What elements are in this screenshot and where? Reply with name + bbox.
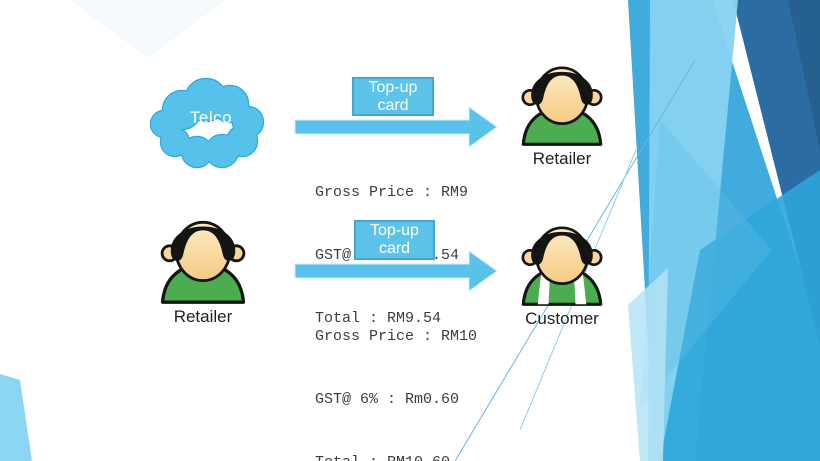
person-icon	[521, 226, 603, 306]
topup-card-line1: Top-up	[370, 222, 419, 239]
pricing-line: GST@ 6% : Rm0.60	[315, 391, 460, 408]
customer-icon	[517, 217, 607, 307]
pricing-line: Gross Price : RM9	[315, 184, 469, 201]
pricing-block-2: Gross Price : RM10 GST@ 6% : Rm0.60 Tota…	[315, 284, 477, 461]
topup-card-box-2: Top-up card	[354, 220, 435, 260]
person-icon	[521, 66, 603, 146]
pricing-line: Gross Price : RM10	[315, 328, 478, 345]
topup-card-line1: Top-up	[368, 78, 418, 96]
retailer-label-1: Retailer	[532, 149, 592, 168]
topup-card-line2: card	[377, 96, 409, 114]
person-icon	[160, 220, 246, 304]
retailer-label-2: Retailer	[173, 307, 233, 326]
pricing-line: Total : RM9.54	[315, 310, 442, 327]
topup-card-box-1: Top-up card	[352, 77, 434, 116]
telco-label: Telco	[189, 108, 233, 127]
customer-label: Customer	[525, 309, 599, 328]
topup-card-line2: card	[378, 240, 411, 257]
flow-arrow-1	[294, 106, 498, 148]
cloud-icon	[150, 77, 265, 169]
retailer-icon-1	[517, 57, 607, 147]
retailer-icon-2	[156, 211, 250, 305]
flow-arrow-2	[294, 250, 498, 292]
pricing-line: Total : RM10.60	[315, 452, 477, 461]
telco-cloud: Telco	[150, 74, 272, 172]
